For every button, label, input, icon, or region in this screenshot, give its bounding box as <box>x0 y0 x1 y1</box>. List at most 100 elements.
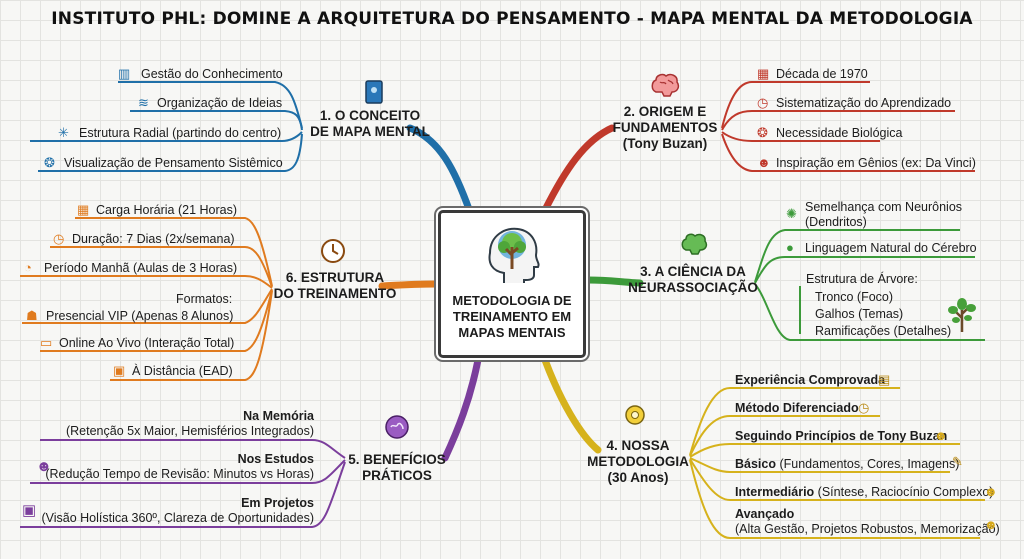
branch-5-item-2-title: Nos Estudos <box>237 452 314 466</box>
alarm-icon: ◔ <box>24 260 32 275</box>
book-icon <box>365 80 383 104</box>
branch-2-title: 2. ORIGEM E FUNDAMENTOS (Tony Buzan) <box>600 104 730 152</box>
branch-3-sub-2: Galhos (Temas) <box>815 307 904 321</box>
page-title: INSTITUTO PHL: DOMINE A ARQUITETURA DO P… <box>51 9 973 29</box>
brain-icon <box>681 233 708 255</box>
head-gear-icon: ☻ <box>36 458 52 475</box>
branch-6-item-3: Período Manhã (Aulas de 3 Horas) <box>44 261 238 275</box>
central-title-line2: TREINAMENTO EM <box>452 309 572 324</box>
branch-2-title-line1: 2. ORIGEM E <box>623 104 707 119</box>
project-icon: ▣ <box>22 502 37 519</box>
branch-2-item-3: Necessidade Biológica <box>776 126 903 140</box>
branch-4-title-line3: (30 Anos) <box>607 470 669 485</box>
branch-1-connector <box>406 124 474 216</box>
branch-2-item-1: Década de 1970 <box>776 67 868 81</box>
branch-4-item-4-detail: (Fundamentos, Cores, Imagens) <box>779 457 960 471</box>
books-icon: ▤ <box>878 372 891 387</box>
branch-4-item-4: Básico (Fundamentos, Cores, Imagens) <box>735 457 959 472</box>
branch-6-item-1: Carga Horária (21 Horas) <box>96 203 238 217</box>
branch-6-format-2: Online Ao Vivo (Interação Total) <box>59 336 235 350</box>
branch-4-item-3: Seguindo Princípios de Tony Buzan <box>735 429 948 443</box>
branch-5-item-1-title: Na Memória <box>243 409 314 423</box>
central-node: METODOLOGIA DE TREINAMENTO EM MAPAS MENT… <box>438 210 586 358</box>
branch-1-item-4: Visualização de Pensamento Sistêmico <box>64 156 283 170</box>
branch-5-connector <box>441 356 482 462</box>
brain-icon <box>651 73 680 97</box>
tree-icon <box>948 298 976 332</box>
branch-6-connector <box>378 280 440 290</box>
calendar-icon: ▦ <box>77 202 90 217</box>
central-title-line3: MAPAS MENTAIS <box>458 325 566 340</box>
gear-head-icon <box>625 405 645 425</box>
branch-5-title-line2: PRÁTICOS <box>362 468 432 483</box>
open-book-icon: ▥ <box>118 66 131 81</box>
head-tree-icon <box>488 227 540 283</box>
branch-3-sub-3: Ramificações (Detalhes) <box>815 324 952 338</box>
branch-4-title-line2: METODOLOGIA <box>587 454 689 469</box>
branch-3-title-line1: 3. A CIÊNCIA DA <box>640 264 746 279</box>
branch-1-title: 1. O CONCEITO DE MAPA MENTAL <box>300 108 440 140</box>
branch-5-item-3-detail: (Visão Holística 360º, Clareza de Oportu… <box>41 511 314 525</box>
branch-2-title-line3: (Tony Buzan) <box>622 136 708 151</box>
branch-4-item-6-level: Avançado <box>735 507 795 521</box>
branch-1-item-3: Estrutura Radial (partindo do centro) <box>79 126 282 140</box>
central-title-line1: METODOLOGIA DE <box>452 293 572 308</box>
branch-2-title-line2: FUNDAMENTOS <box>612 120 718 135</box>
branch-5-item-1-detail: (Retenção 5x Maior, Hemisférios Integrad… <box>65 424 314 438</box>
clock-icon: ◷ <box>53 231 65 246</box>
neuron-icon: ✺ <box>786 206 797 221</box>
branch-4-item-6-detail: (Alta Gestão, Projetos Robustos, Memoriz… <box>735 522 1000 536</box>
brain-icon: ❂ <box>757 125 768 140</box>
people-icon: ☗ <box>26 308 38 323</box>
branch-5-item-2-detail: (Redução Tempo de Revisão: Minutos vs Ho… <box>45 467 314 481</box>
branch-3-item-1: Semelhança com Neurônios (Dendritos) <box>805 200 962 230</box>
laptop-icon: ▭ <box>40 335 53 350</box>
branch-6-item-2: Duração: 7 Dias (2x/semana) <box>72 232 235 246</box>
pen-icon: ✎ <box>952 454 963 469</box>
branch-3-title: 3. A CIÊNCIA DA NEURASSOCIAÇÃO <box>628 264 758 296</box>
branch-2-connector <box>541 124 616 214</box>
branch-3-title-line2: NEURASSOCIAÇÃO <box>628 280 758 295</box>
branch-3-item-3: Estrutura de Árvore: <box>806 272 918 286</box>
branch-5-item-3-title: Em Projetos <box>241 496 314 510</box>
branch-5-title: 5. BENEFÍCIOS PRÁTICOS <box>342 452 452 484</box>
branch-1-item-1: Gestão do Conhecimento <box>141 67 283 81</box>
clock-icon: ◷ <box>858 400 870 415</box>
branch-4-item-5-level: Intermediário <box>735 485 815 499</box>
branch-5-title-line1: 5. BENEFÍCIOS <box>348 452 446 467</box>
head-icon: ☻ <box>984 517 998 532</box>
branch-4-item-2: Método Diferenciado <box>735 401 859 415</box>
brain-icon: ❂ <box>44 155 55 170</box>
clock-icon: ◷ <box>757 95 769 110</box>
branch-6-title: 6. ESTRUTURA DO TREINAMENTO <box>272 270 398 302</box>
branch-3-item-1-line1: Semelhança com Neurônios <box>805 200 963 214</box>
branch-6-title-line1: 6. ESTRUTURA <box>285 270 385 285</box>
branch-1-title-line1: 1. O CONCEITO <box>319 108 421 123</box>
speech-bubble-icon: ● <box>786 240 794 255</box>
clock-icon <box>321 239 345 263</box>
brain-icon <box>385 415 409 439</box>
branch-4-item-6: Avançado (Alta Gestão, Projetos Robustos… <box>735 507 1000 537</box>
layers-icon: ≋ <box>138 95 149 110</box>
monitor-icon: ▣ <box>113 363 126 378</box>
branch-6-title-line2: DO TREINAMENTO <box>273 286 397 301</box>
branch-2-item-4: Inspiração em Gênios (ex: Da Vinci) <box>776 156 976 170</box>
branch-3-item-2: Linguagem Natural do Cérebro <box>805 241 977 255</box>
branch-3-item-1-line2: (Dendritos) <box>805 215 867 229</box>
head-icon: ☻ <box>934 428 948 443</box>
head-icon: ☻ <box>757 155 771 170</box>
branch-2-item-2: Sistematização do Aprendizado <box>776 96 952 110</box>
branch-1-title-line2: DE MAPA MENTAL <box>310 124 430 139</box>
branch-6-formats-label: Formatos: <box>176 292 233 306</box>
branch-4-item-5: Intermediário (Síntese, Raciocínio Compl… <box>735 485 993 500</box>
branch-1-item-2: Organização de Ideias <box>157 96 283 110</box>
branch-3-sub-1: Tronco (Foco) <box>815 290 894 304</box>
branch-4-connector <box>541 356 602 454</box>
branch-4-title: 4. NOSSA METODOLOGIA (30 Anos) <box>578 438 698 486</box>
branch-4-item-5-detail: (Síntese, Raciocínio Complexo) <box>817 485 994 499</box>
branch-6-format-3: À Distância (EAD) <box>132 364 233 378</box>
branch-4-title-line1: 4. NOSSA <box>606 438 670 453</box>
branch-3-connector <box>584 276 644 287</box>
central-title: METODOLOGIA DE TREINAMENTO EM MAPAS MENT… <box>441 293 583 341</box>
